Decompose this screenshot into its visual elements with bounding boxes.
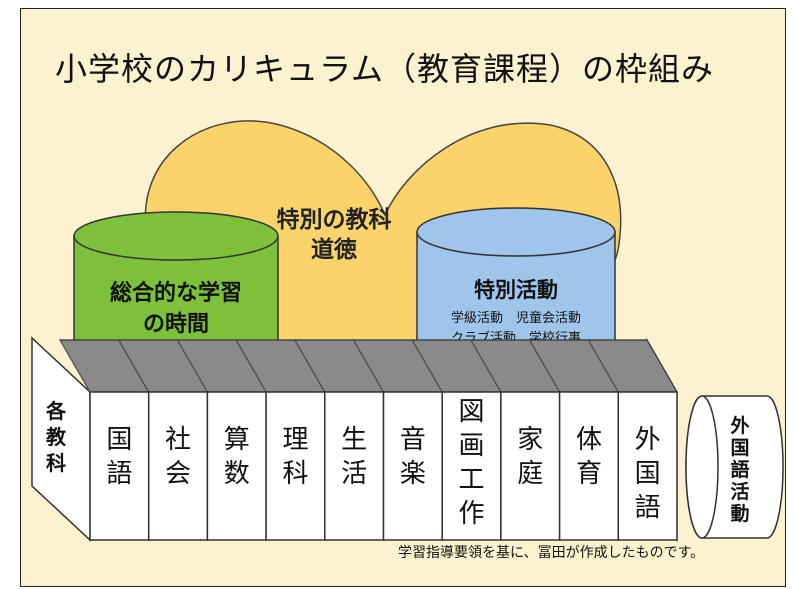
book-face [206,391,267,541]
book-top-edge [235,339,267,393]
special-activities-sub1: 学級活動 児童会活動 [451,310,581,326]
special-activities-title: 特別活動 [474,278,558,302]
subject-label-char: 算 [224,425,250,455]
book-face [558,391,620,541]
spine-label-char: 教 [46,425,67,449]
book-face [265,391,326,541]
foreign-activity-char: 外 [730,414,749,437]
book-top-edge [353,339,384,393]
subject-label-char: 会 [165,459,191,489]
spine-label-char: 各 [45,399,67,423]
book-top-edge [587,339,619,393]
subject-label-char: 外 [635,425,661,455]
book-top-edge [470,339,502,393]
spine-label-char: 科 [46,451,66,475]
subject-label-char: 語 [635,493,661,523]
foreign-activity-char: 動 [730,503,749,525]
book-top-edge [529,339,561,393]
subject-label-char: 楽 [400,459,426,489]
subject-label-char: 活 [341,459,367,489]
foreign-activity-char: 語 [730,458,749,481]
book-face [324,391,385,541]
book-top-edge [176,339,208,393]
subject-label-char: 国 [635,459,661,489]
heart-label-line2: 道徳 [311,236,357,263]
integrated-study-line2: の時間 [143,312,209,337]
subject-label-char: 国 [106,425,132,455]
foreign-activity-char: 国 [730,437,749,459]
book-top-edge [411,339,443,393]
subject-label-char: 工 [459,465,485,495]
subject-label-char: 数 [224,459,250,489]
subject-label-char: 音 [400,425,426,455]
subject-label-char: 庭 [517,459,543,489]
book-top-edge [59,339,91,393]
credit-note: 学習指導要領を基に、冨田が作成したものです。 [398,545,705,561]
subject-label-char: 作 [459,499,485,529]
subject-label-char: 科 [282,459,308,489]
subject-label-char: 理 [282,425,308,455]
book-face [617,391,678,541]
subject-label-char: 図 [459,397,485,427]
subject-label-char: 体 [576,425,602,455]
subject-label-char: 育 [576,459,602,489]
heart-label-line1: 特別の教科 [277,206,392,233]
subject-label-char: 語 [106,459,132,489]
foreign-activity-char: 活 [730,480,749,503]
book-top-edge [118,339,150,393]
subject-label-char: 画 [459,431,485,461]
subject-label-char: 生 [341,425,367,455]
subject-label-char: 社 [165,425,191,455]
diagram-title: 小学校のカリキュラム（教育課程）の枠組み [55,50,715,88]
book-top-edge [294,339,326,393]
integrated-study-line1: 総合的な学習 [110,280,242,306]
book-face [382,391,443,541]
subject-label-char: 家 [517,425,543,455]
book-face [441,391,502,541]
